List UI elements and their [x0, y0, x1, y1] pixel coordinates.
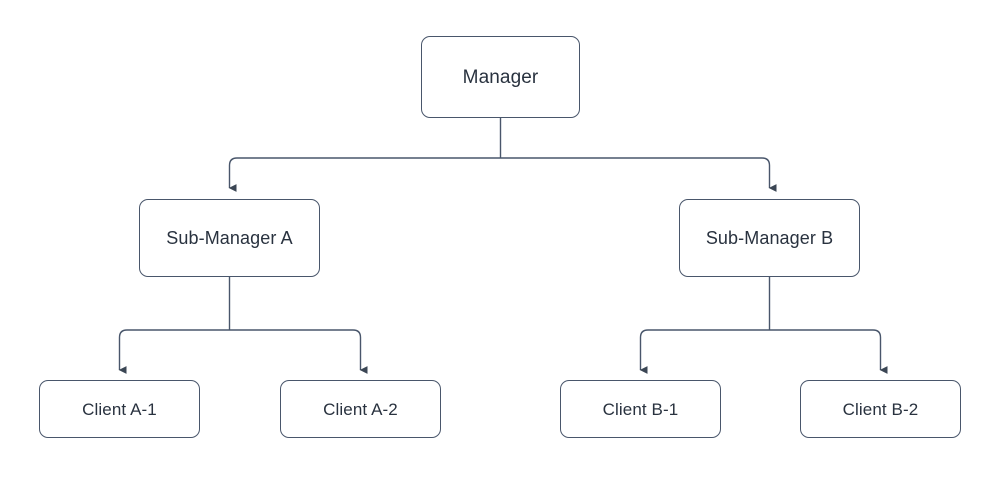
node-client-b-2-label: Client B-2 [842, 399, 919, 419]
node-manager[interactable]: Manager [421, 36, 580, 118]
connector-manager-to-sub-b [500, 157, 777, 192]
node-sub-manager-a-label: Sub-Manager A [166, 228, 293, 248]
node-client-b-1[interactable]: Client B-1 [560, 380, 721, 438]
connector-sub-b-to-client-b-1 [639, 329, 770, 374]
connector-sub-b-to-client-b-2 [769, 329, 888, 374]
node-sub-manager-b-label: Sub-Manager B [705, 228, 834, 248]
node-client-a-2-label: Client A-2 [323, 399, 398, 419]
node-client-a-2[interactable]: Client A-2 [280, 380, 441, 438]
node-client-b-2[interactable]: Client B-2 [800, 380, 961, 438]
node-sub-manager-a[interactable]: Sub-Manager A [139, 199, 320, 277]
connector-sub-a-to-client-a-2 [229, 329, 368, 374]
node-client-a-1-label: Client A-1 [82, 399, 157, 419]
connector-sub-a-to-client-a-1 [118, 329, 230, 374]
connector-manager-to-sub-a [228, 157, 501, 192]
node-sub-manager-b[interactable]: Sub-Manager B [679, 199, 860, 277]
node-manager-label: Manager [462, 66, 539, 88]
node-client-a-1[interactable]: Client A-1 [39, 380, 200, 438]
node-client-b-1-label: Client B-1 [602, 399, 679, 419]
